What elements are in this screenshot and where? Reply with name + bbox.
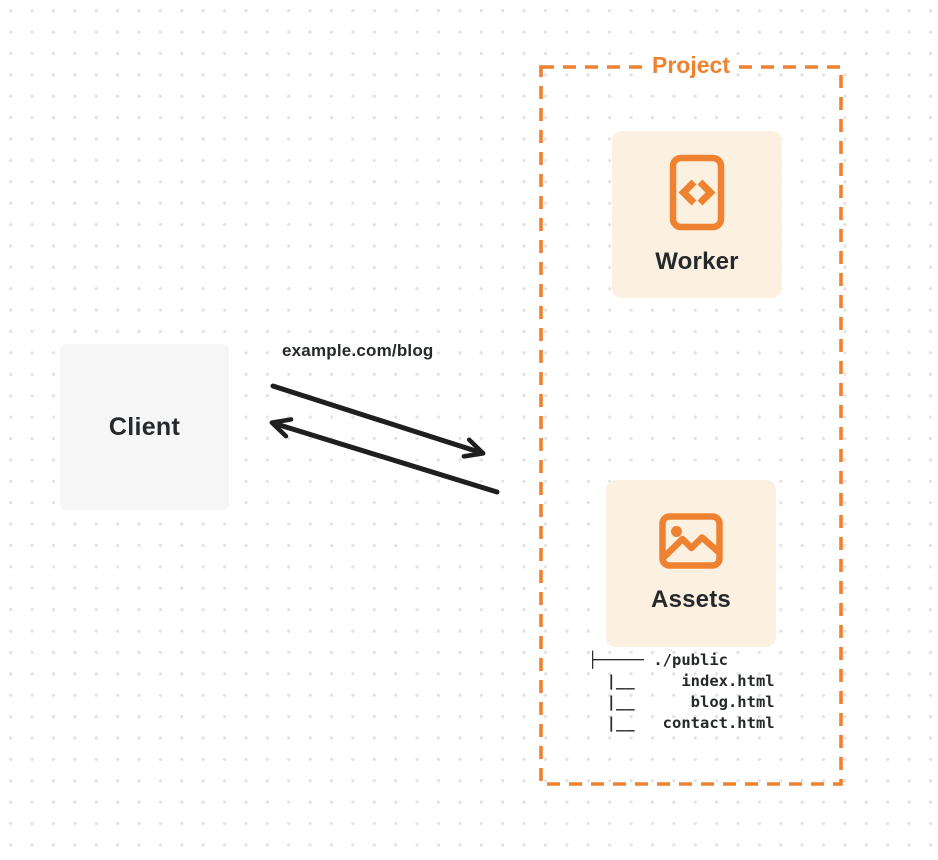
request-url-label: example.com/blog [282,341,434,360]
tree-line-public: ├───── ./public [588,651,728,669]
worker-card: Worker [612,131,782,298]
assets-file-tree: ├───── ./public |__ index.html |__ blog.… [588,650,775,734]
project-dashed-border [539,65,843,786]
project-label: Project [646,51,736,79]
client-label: Client [108,412,181,441]
assets-card: Assets [606,480,776,647]
worker-label: Worker [655,247,739,275]
request-arrow [270,383,486,459]
image-icon [659,513,723,569]
assets-label: Assets [651,586,731,613]
tree-line-contact: |__ contact.html [588,714,775,732]
response-arrow [269,417,500,495]
project-box: Project Worker Assets ├───── ./public |_… [539,51,843,786]
tree-line-index: |__ index.html [588,672,775,690]
tree-line-blog: |__ blog.html [588,693,775,711]
code-file-icon [669,154,725,230]
client-box: Client [60,344,229,510]
